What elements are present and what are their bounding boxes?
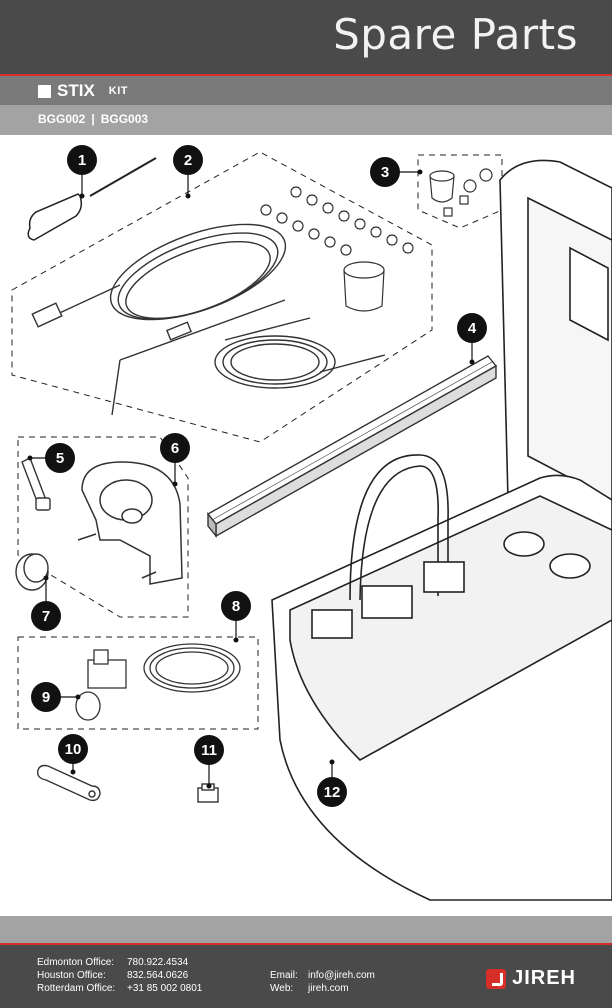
codes-bar: BGG002 | BGG003 bbox=[0, 105, 612, 135]
web-link[interactable]: jireh.com bbox=[308, 983, 349, 994]
part-badge-12: 12 bbox=[317, 777, 347, 807]
group-outline-3 bbox=[417, 154, 503, 229]
part-number: 5 bbox=[56, 450, 64, 467]
jireh-logo: JIREH bbox=[486, 967, 576, 990]
small-parts-part bbox=[429, 168, 493, 217]
office-edmonton: Edmonton Office: 780.922.4534 bbox=[37, 957, 188, 968]
part-badge-8: 8 bbox=[221, 591, 251, 621]
code-separator: | bbox=[91, 112, 95, 126]
hose-kit-part bbox=[31, 223, 386, 416]
office-phone: 832.564.0626 bbox=[127, 970, 189, 981]
office-phone: +31 85 002 0801 bbox=[127, 983, 203, 994]
sensor-cable-part bbox=[75, 643, 241, 721]
footer-band bbox=[0, 916, 612, 943]
group-outline-6 bbox=[17, 436, 189, 618]
jireh-mark-icon bbox=[486, 968, 507, 989]
clamp-body-part bbox=[77, 461, 183, 585]
part-badge-10: 10 bbox=[58, 734, 88, 764]
product-brand: STIX KIT bbox=[38, 81, 128, 101]
lever-part bbox=[21, 457, 51, 511]
header: Spare Parts bbox=[0, 0, 612, 74]
footer-accent-line bbox=[0, 943, 612, 945]
part-badge-5: 5 bbox=[45, 443, 75, 473]
office-label: Rotterdam Office: bbox=[37, 983, 116, 994]
case-part bbox=[271, 159, 612, 901]
wheel-part bbox=[15, 553, 49, 591]
office-rotterdam: Rotterdam Office: +31 85 002 0801 bbox=[37, 983, 202, 994]
part-number: 6 bbox=[171, 440, 179, 457]
product-codes: BGG002 | BGG003 bbox=[38, 112, 148, 126]
page-title: Spare Parts bbox=[333, 10, 578, 59]
square-icon bbox=[38, 84, 51, 98]
part-number: 3 bbox=[381, 164, 389, 181]
part-badge-7: 7 bbox=[31, 601, 61, 631]
office-label: Houston Office: bbox=[37, 970, 106, 981]
product-code: BGG002 bbox=[38, 112, 86, 126]
part-badge-1: 1 bbox=[67, 145, 97, 175]
parts-diagram: 1 2 3 4 5 6 7 8 9 10 11 12 bbox=[11, 145, 612, 901]
part-number: 11 bbox=[201, 742, 217, 759]
part-badge-2: 2 bbox=[173, 145, 203, 175]
product-name: STIX bbox=[57, 81, 95, 100]
footer: Edmonton Office: 780.922.4534 Houston Off… bbox=[0, 945, 612, 1008]
part-badge-3: 3 bbox=[370, 157, 400, 187]
part-number: 10 bbox=[65, 741, 82, 758]
office-label: Edmonton Office: bbox=[37, 957, 115, 968]
wrench-part bbox=[36, 764, 101, 802]
web-row: Web: jireh.com bbox=[270, 983, 349, 994]
part-number: 2 bbox=[184, 152, 192, 169]
part-number: 9 bbox=[42, 689, 50, 706]
rail-part bbox=[206, 355, 498, 538]
part-badge-6: 6 bbox=[160, 433, 190, 463]
part-badge-11: 11 bbox=[194, 735, 224, 765]
email-label: Email: bbox=[270, 970, 298, 981]
office-houston: Houston Office: 832.564.0626 bbox=[37, 970, 188, 981]
part-badge-4: 4 bbox=[457, 313, 487, 343]
fittings-part bbox=[260, 186, 414, 312]
product-code: BGG003 bbox=[100, 112, 149, 126]
office-phone: 780.922.4534 bbox=[127, 957, 189, 968]
part-number: 1 bbox=[78, 152, 86, 169]
product-bar: STIX KIT bbox=[0, 76, 612, 105]
group-outline-2 bbox=[11, 151, 433, 443]
logo-text: JIREH bbox=[512, 967, 576, 989]
part-number: 4 bbox=[468, 320, 477, 337]
email-row: Email: info@jireh.com bbox=[270, 970, 375, 981]
part-number: 7 bbox=[42, 608, 50, 625]
email-link[interactable]: info@jireh.com bbox=[308, 970, 375, 981]
web-label: Web: bbox=[270, 983, 294, 994]
part-number: 8 bbox=[232, 598, 240, 615]
product-kit: KIT bbox=[108, 85, 129, 97]
group-outline-8 bbox=[17, 636, 259, 730]
part-badge-9: 9 bbox=[31, 682, 61, 712]
accent-line bbox=[0, 74, 612, 76]
screwdriver-part bbox=[27, 157, 157, 241]
part-number: 12 bbox=[324, 784, 341, 801]
